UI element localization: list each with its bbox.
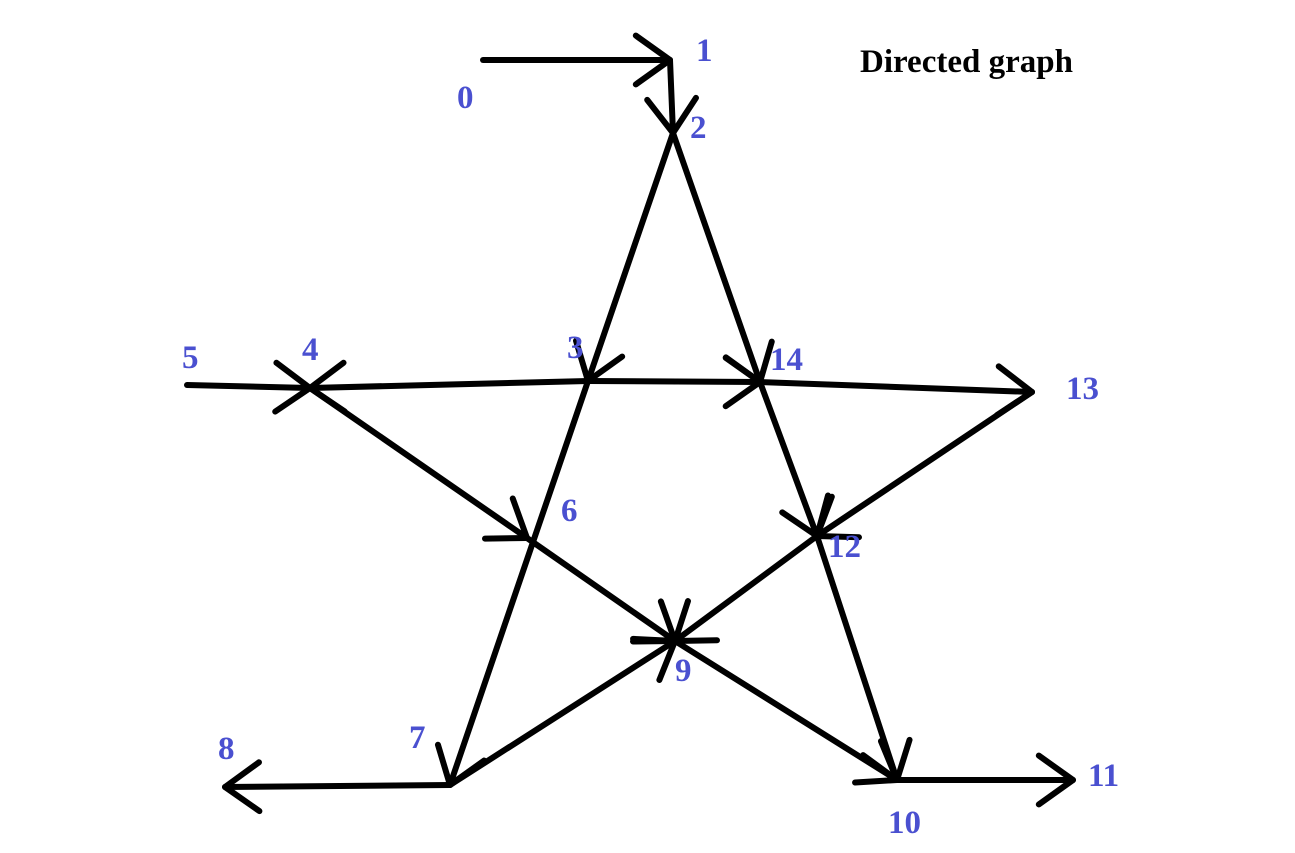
node-label-7: 7 [409, 720, 426, 756]
edge-7-to-9 [447, 635, 678, 788]
edge-line [307, 385, 530, 541]
edge-13-to-12 [814, 389, 1035, 541]
node-label-14: 14 [770, 342, 803, 378]
edge-line [814, 389, 1035, 539]
edge-3-to-4 [307, 359, 591, 415]
edge-3-to-7 [434, 378, 591, 788]
diagram-title: Directed graph [860, 44, 1073, 80]
edge-4-to-6 [307, 385, 530, 542]
edge-line [585, 378, 763, 385]
edge-10-to-11 [894, 752, 1076, 808]
edge-line [667, 57, 676, 136]
edge-9-to-10 [672, 638, 900, 786]
edge-line [757, 379, 1035, 395]
edge-12-to-9 [672, 533, 820, 644]
node-label-2: 2 [690, 110, 707, 146]
edge-line [307, 378, 591, 391]
node-label-4: 4 [302, 332, 319, 368]
edge-line [757, 379, 820, 539]
node-label-1: 1 [696, 33, 713, 69]
edge-2-to-14 [670, 130, 775, 385]
node-label-11: 11 [1088, 758, 1120, 794]
edge-line [447, 638, 678, 788]
node-label-10: 10 [888, 805, 921, 841]
edge-12-to-10 [814, 533, 913, 783]
edge-line [585, 130, 676, 384]
edge-7-to-8 [222, 759, 453, 815]
edge-0-to-1 [480, 32, 673, 88]
node-label-13: 13 [1066, 371, 1099, 407]
node-label-9: 9 [675, 653, 692, 689]
edge-line [672, 533, 820, 644]
edge-line [524, 535, 678, 644]
node-label-8: 8 [218, 731, 235, 767]
arrowhead-icon [672, 598, 720, 644]
node-label-0: 0 [457, 80, 474, 116]
node-label-12: 12 [828, 529, 861, 565]
edge-2-to-3 [572, 130, 676, 384]
edge-line [672, 638, 900, 783]
edge-line [222, 782, 453, 790]
node-label-6: 6 [561, 493, 578, 529]
arrowhead-icon [222, 759, 263, 815]
arrowhead-icon [1035, 752, 1076, 808]
edge-line [184, 382, 313, 391]
edge-line [670, 130, 763, 385]
edge-14-to-12 [757, 379, 832, 539]
edge-5-to-4 [184, 359, 313, 415]
edge-6-to-9 [524, 535, 678, 645]
edge-line [447, 378, 591, 788]
node-label-5: 5 [182, 340, 199, 376]
node-label-3: 3 [567, 330, 584, 366]
edges-layer [184, 32, 1076, 815]
edge-line [814, 533, 900, 783]
